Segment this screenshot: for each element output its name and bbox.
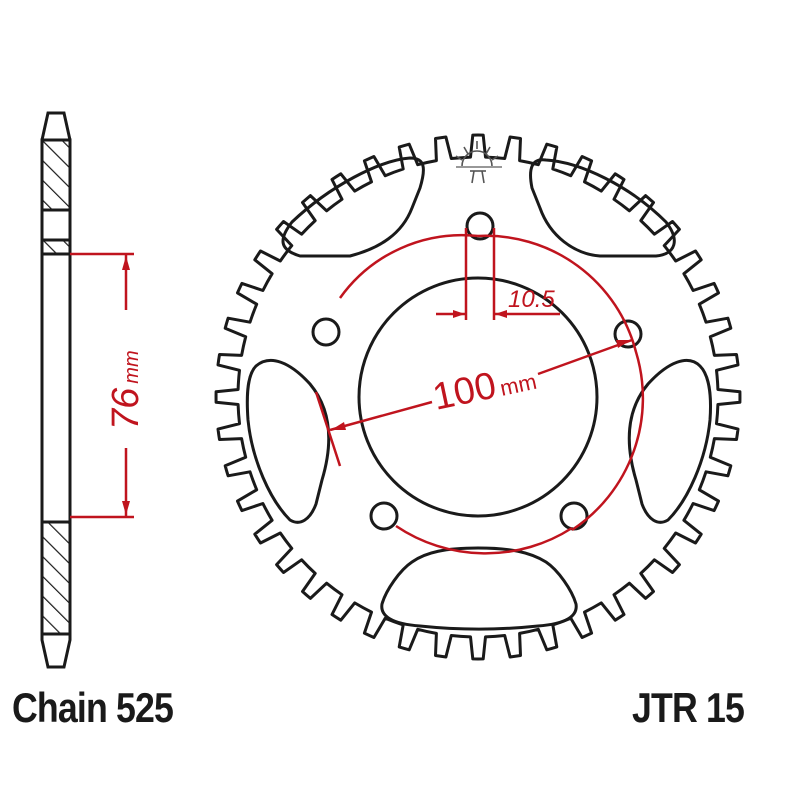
offset-dimension bbox=[70, 252, 134, 519]
bolt-hole-left bbox=[311, 317, 341, 347]
bolt-hole-bottom-left bbox=[369, 501, 399, 531]
part-number-label: JTR 15 bbox=[632, 684, 745, 731]
center-bore bbox=[357, 276, 599, 518]
bolt-circle-label: 100mm bbox=[429, 356, 540, 419]
bolt-holes bbox=[311, 211, 643, 531]
bolt-hole-bottom-right bbox=[559, 501, 589, 531]
sprocket-teeth-outline bbox=[214, 133, 742, 661]
chain-size-label: Chain 525 bbox=[12, 684, 174, 731]
bolt-circle-dimension bbox=[314, 233, 645, 555]
bolt-hole-label: 10.5 bbox=[508, 286, 555, 313]
lightening-cutouts bbox=[245, 156, 712, 631]
side-profile-view bbox=[40, 111, 72, 669]
jt-logo-icon bbox=[455, 141, 502, 184]
offset-dimension-label: 76mm bbox=[105, 350, 147, 430]
bolt-hole-dimension bbox=[436, 228, 560, 320]
bolt-hole-right bbox=[613, 319, 643, 349]
bolt-hole-top bbox=[465, 211, 495, 241]
